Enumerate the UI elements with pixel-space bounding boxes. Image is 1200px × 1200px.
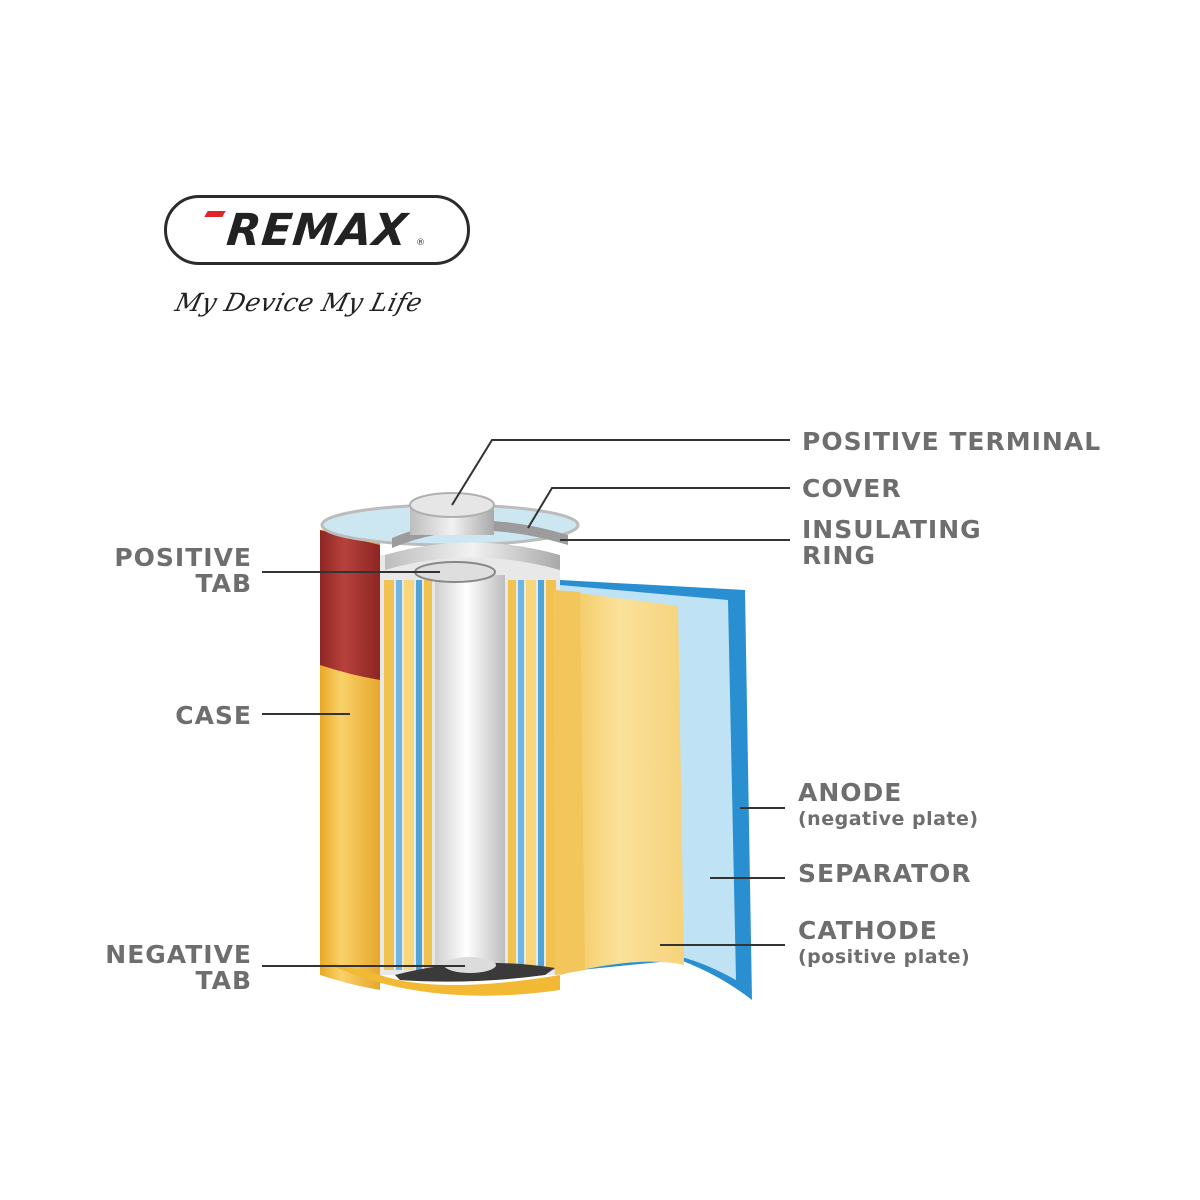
cathode-layer [555, 590, 684, 975]
label-anode: ANODE [798, 778, 903, 807]
case-red-band [320, 530, 380, 680]
brand-logo: REMAX ® [164, 195, 470, 265]
label-cover: COVER [802, 474, 902, 503]
label-cathode-sub: (positive plate) [798, 946, 971, 968]
label-cathode: CATHODE [798, 916, 938, 945]
label-positive-tab-2: TAB [195, 569, 252, 598]
label-insulating-ring-2: RING [802, 541, 876, 570]
label-positive-tab-1: POSITIVE [114, 543, 252, 572]
label-negative-tab-1: NEGATIVE [105, 940, 252, 969]
label-insulating-ring-1: INSULATING [802, 515, 982, 544]
electrode-winding [384, 580, 556, 970]
center-core [435, 575, 505, 970]
brand-logo-block: REMAX ® My Device My Life [0, 0, 600, 360]
label-positive-terminal: POSITIVE TERMINAL [802, 427, 1102, 456]
leader-lines [262, 439, 790, 967]
label-anode-sub: (negative plate) [798, 808, 979, 830]
registered-mark: ® [416, 238, 425, 248]
label-case: CASE [175, 701, 252, 730]
label-negative-tab-2: TAB [195, 966, 252, 995]
label-separator: SEPARATOR [798, 859, 972, 888]
